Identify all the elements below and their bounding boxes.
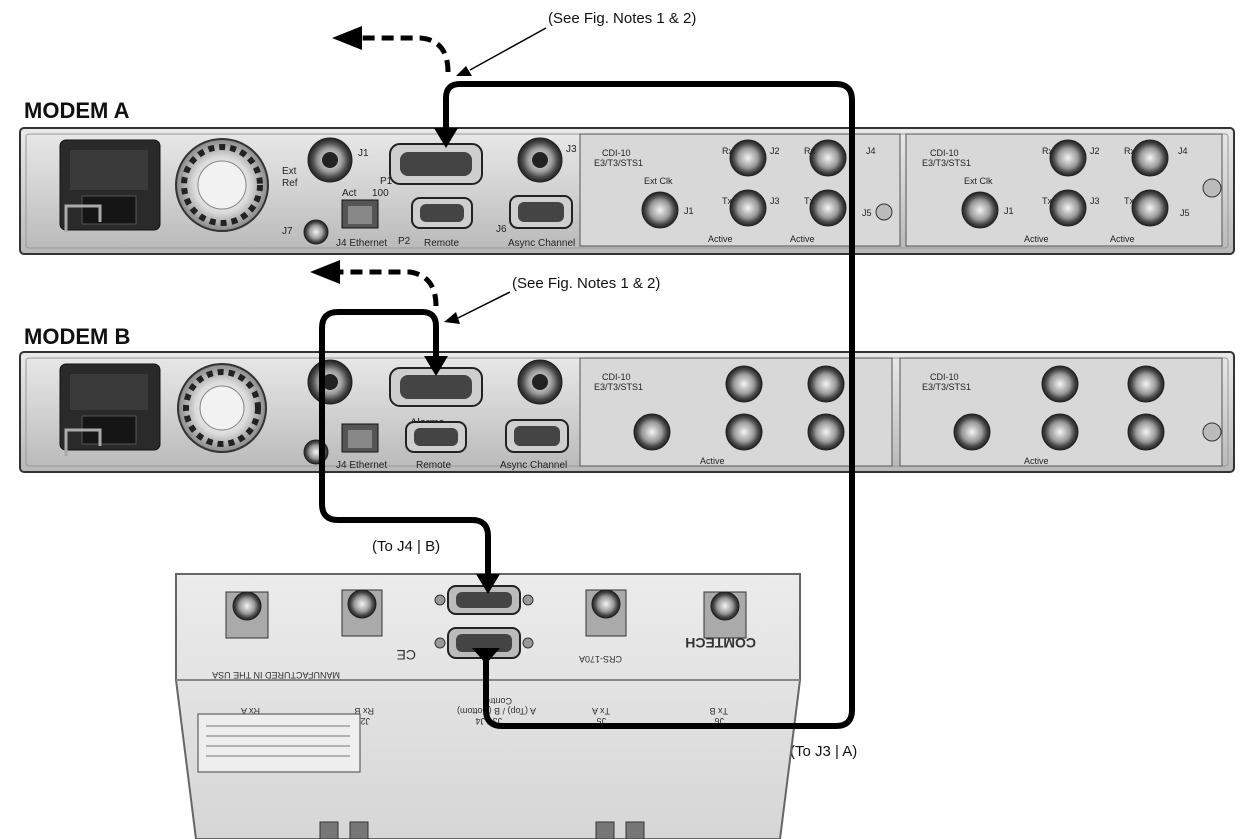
n-connector-j2 <box>342 590 382 636</box>
dsub-j4 <box>435 586 533 614</box>
box-label-ab: A (Top) / B (Bottom) <box>457 706 536 716</box>
card1-j2: J2 <box>770 146 780 156</box>
n-connector-j5 <box>586 590 626 636</box>
card1-tx2: Tx <box>804 196 814 206</box>
card2-j1: J1 <box>1004 206 1014 216</box>
n-connector-j6 <box>704 592 746 638</box>
label-remote-b: Remote <box>416 460 451 471</box>
card2-active: Active <box>1024 234 1049 244</box>
leader-note-b <box>458 292 510 318</box>
label-100: 100 <box>372 188 389 199</box>
fan <box>178 364 266 452</box>
box-label-txa: Tx A <box>592 706 610 716</box>
card3-title: CDI-10 <box>602 372 631 382</box>
fan <box>176 139 268 231</box>
label-p1: P1 <box>380 176 393 187</box>
box-model: CRS-170A <box>579 654 622 664</box>
label-act: Act <box>342 188 357 199</box>
card1-rx2: Rx <box>804 146 815 156</box>
label-async-b: Async Channel <box>500 460 567 471</box>
card1-j1: J1 <box>684 206 694 216</box>
card1-j5: J5 <box>862 208 872 218</box>
card4-active: Active <box>1024 456 1049 466</box>
card1-extclk: Ext Clk <box>644 176 673 186</box>
label-remote: Remote <box>424 238 459 249</box>
box-label-txb: Tx B <box>709 706 728 716</box>
card2-active2: Active <box>1110 234 1135 244</box>
card2-tx2: Tx <box>1124 196 1134 206</box>
card2-tx: Tx <box>1042 196 1052 206</box>
label-ext: Ext <box>282 166 297 177</box>
card1-j3: J3 <box>770 196 780 206</box>
card2-j2: J2 <box>1090 146 1100 156</box>
card1-rx: Rx <box>722 146 733 156</box>
box-mfg: MANUFACTURED IN THE USA <box>212 670 340 680</box>
label-ethernet: J4 Ethernet <box>336 238 387 249</box>
card2-extclk: Ext Clk <box>964 176 993 186</box>
modem-a-panel: J1 P1 Alarms J3 Act 100 Ext Ref J7 J4 Et… <box>20 128 1234 254</box>
label-j3: J3 <box>566 144 577 155</box>
leader-note-a <box>470 28 546 70</box>
card1-title: CDI-10 <box>602 148 631 158</box>
card2-j3: J3 <box>1090 196 1100 206</box>
label-p2: P2 <box>398 236 411 247</box>
box-label-j2: J2 <box>360 716 370 726</box>
label-ethernet-b: J4 Ethernet <box>336 460 387 471</box>
label-j1: J1 <box>358 148 369 159</box>
label-j7: J7 <box>282 226 293 237</box>
modem-b-panel: Alarms J4 Ethernet Remote Async Channel … <box>20 352 1234 472</box>
label-j6: J6 <box>496 224 507 235</box>
n-connector-j1 <box>226 592 268 638</box>
label-ref: Ref <box>282 178 298 189</box>
card2-title: CDI-10 <box>930 148 959 158</box>
card2-j4: J4 <box>1178 146 1188 156</box>
dashed-arrow-a <box>332 26 448 72</box>
card2-sub: E3/T3/STS1 <box>922 158 971 168</box>
box-ce: CE <box>397 647 416 663</box>
power-inlet <box>60 364 160 456</box>
card4-title: CDI-10 <box>930 372 959 382</box>
card1-active2: Active <box>790 234 815 244</box>
box-brand: COMTECH <box>685 635 756 651</box>
card2-j5: J5 <box>1180 208 1190 218</box>
card2-rx: Rx <box>1042 146 1053 156</box>
dashed-arrow-b <box>310 260 436 306</box>
card2-rx2: Rx <box>1124 146 1135 156</box>
card1-active: Active <box>708 234 733 244</box>
card1-sub: E3/T3/STS1 <box>594 158 643 168</box>
card1-j4: J4 <box>866 146 876 156</box>
card3-active: Active <box>700 456 725 466</box>
power-inlet <box>60 140 160 232</box>
card3-sub: E3/T3/STS1 <box>594 382 643 392</box>
label-async: Async Channel <box>508 238 575 249</box>
card4-sub: E3/T3/STS1 <box>922 382 971 392</box>
card1-tx: Tx <box>722 196 732 206</box>
